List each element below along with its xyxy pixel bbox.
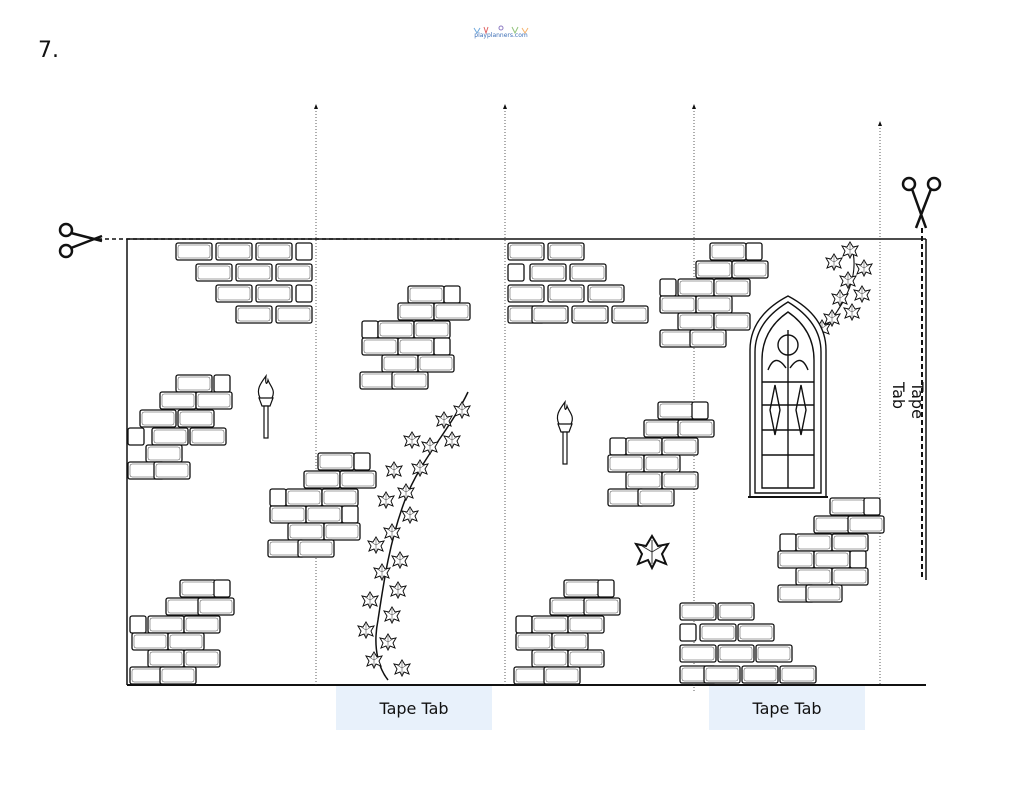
tape-tab-bottom-left: Tape Tab: [336, 686, 492, 730]
brick-cluster-7: [659, 242, 769, 348]
brick-cluster-2: [127, 374, 233, 480]
brick-cluster-4: [359, 285, 471, 390]
fold-lines: [315, 108, 881, 692]
gothic-window-icon: [748, 295, 828, 498]
svg-text:playplanners.com: playplanners.com: [474, 32, 528, 39]
ivy-vine-icon: [813, 241, 873, 337]
ivy-leaf-icon: [635, 535, 669, 569]
fold-arrows: [314, 104, 882, 126]
scissors-icon: [58, 222, 103, 259]
brick-cluster-8: [607, 401, 715, 507]
brick-cluster-1: [175, 242, 313, 324]
brick-cluster-11: [777, 497, 885, 603]
logo: playplanners.com: [473, 25, 529, 39]
tape-tab-bottom-right: Tape Tab: [709, 686, 865, 730]
brick-cluster-10: [679, 602, 817, 684]
tape-tab-side: Tape Tab: [889, 382, 927, 419]
torch-icon: [556, 399, 573, 465]
scissors-icon: [901, 176, 942, 229]
brick-cluster-9: [513, 579, 621, 685]
page-number: 7.: [38, 38, 59, 63]
torch-icon: [257, 373, 274, 439]
brick-cluster-5: [267, 452, 377, 558]
brick-cluster-3: [129, 579, 235, 685]
brick-cluster-6: [507, 242, 649, 324]
ivy-vine-icon: [357, 391, 471, 681]
